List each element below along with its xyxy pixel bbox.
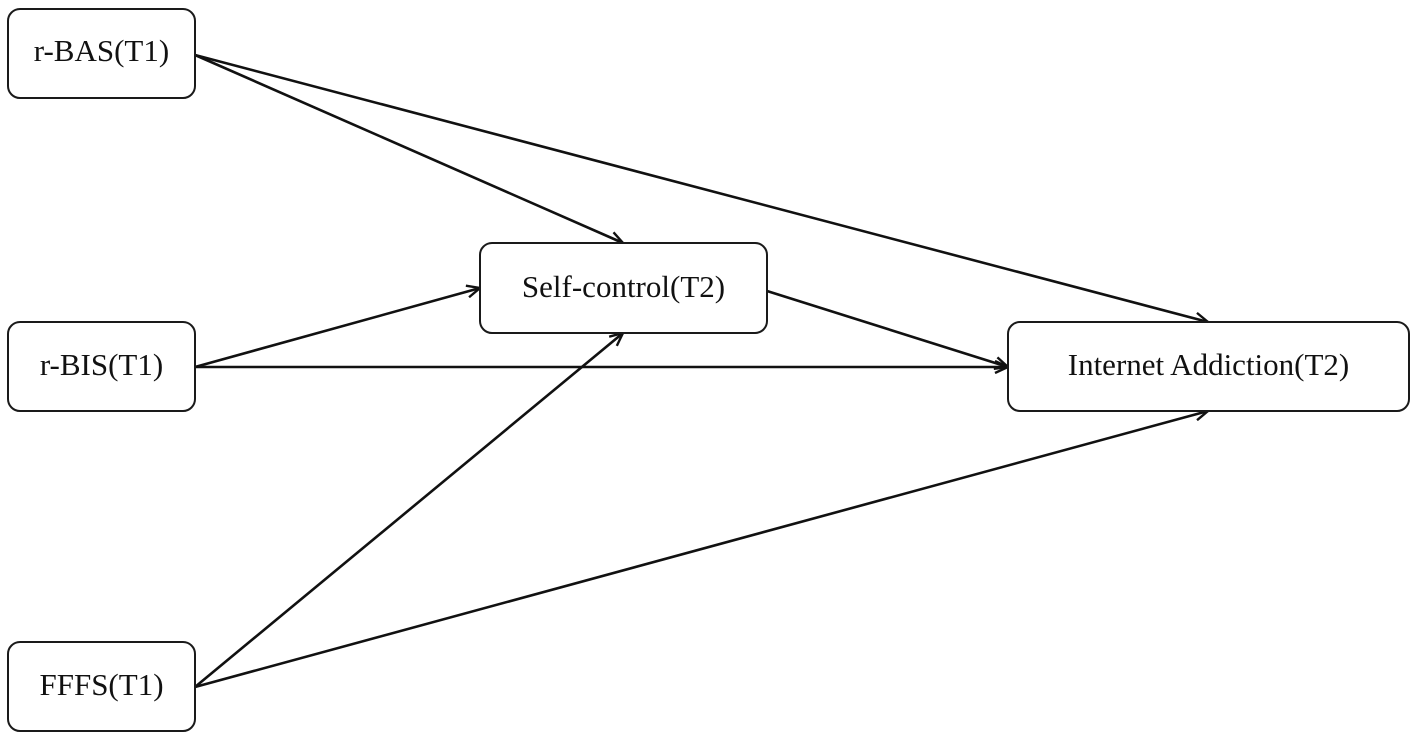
edge-fffs-to-selfcontrol: [194, 333, 623, 689]
node-selfcontrol: Self-control(T2): [479, 242, 768, 334]
node-rbas-box: [7, 8, 196, 99]
node-internet-label: Internet Addiction(T2): [1068, 347, 1350, 382]
node-rbis-label: r-BIS(T1): [40, 347, 163, 382]
node-internet: Internet Addiction(T2): [1007, 321, 1410, 412]
node-fffs-box: [7, 641, 196, 732]
edge-rbas-to-selfcontrol: [194, 53, 623, 243]
node-selfcontrol-label: Self-control(T2): [522, 269, 725, 304]
edge-selfcontrol-to-internet: [766, 289, 1008, 367]
node-selfcontrol-box: [479, 242, 768, 334]
node-rbas: r-BAS(T1): [7, 8, 196, 99]
node-rbas-label: r-BAS(T1): [34, 33, 169, 68]
node-fffs-label: FFFS(T1): [39, 667, 163, 702]
node-internet-box: [1007, 321, 1410, 412]
edge-fffs-to-internet: [194, 411, 1208, 689]
node-rbis-box: [7, 321, 196, 412]
edges-layer: [194, 53, 1208, 689]
edge-rbis-to-selfcontrol: [194, 288, 480, 369]
edge-rbas-to-internet: [194, 53, 1208, 322]
node-rbis: r-BIS(T1): [7, 321, 196, 412]
node-fffs: FFFS(T1): [7, 641, 196, 732]
